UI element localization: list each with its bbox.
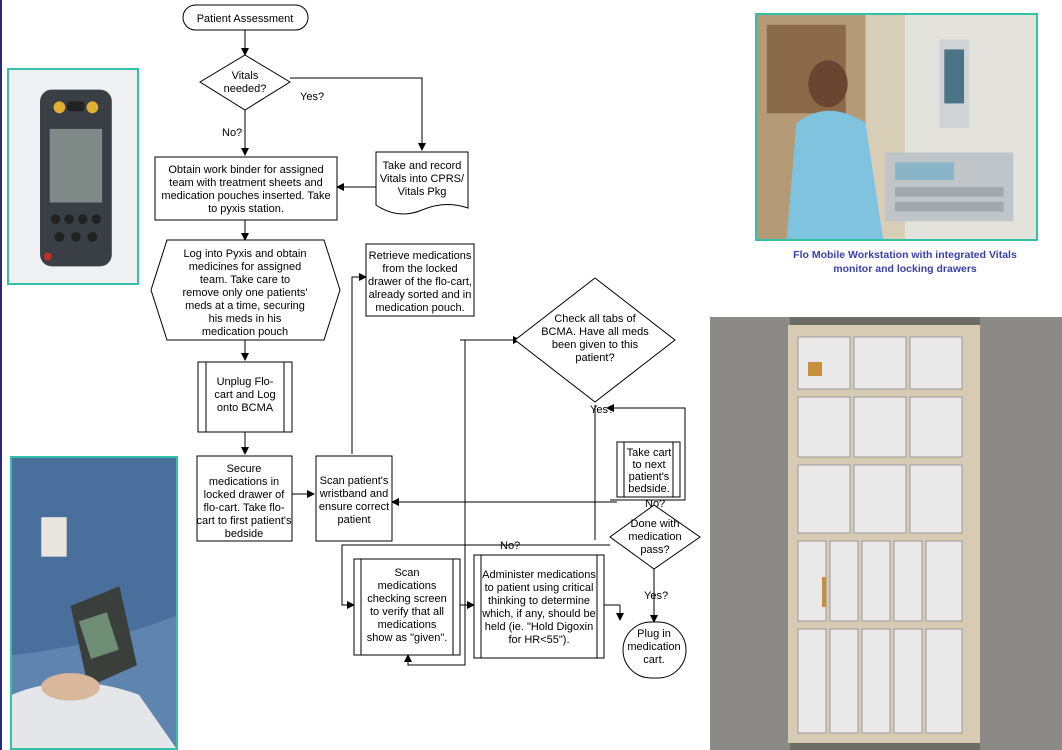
vitals-decision-line-2: needed? (224, 83, 267, 95)
pyxis-node: Log into Pyxis and obtain medicines for … (150, 239, 341, 341)
administer-line-2: to patient using critical (485, 582, 594, 594)
medication-drawer-photo (710, 317, 1062, 750)
scan-wristband-line-3: ensure correct (319, 501, 389, 513)
vitals-decision-node: Vitals needed? (199, 54, 291, 111)
take-cart-line-3: patient's (629, 471, 670, 483)
scan-wristband-line-1: Scan patient's (320, 475, 389, 487)
work-binder-line-2: team with treatment sheets and (169, 177, 322, 189)
work-binder-line-1: Obtain work binder for assigned (168, 164, 323, 176)
pyxis-line-3: team. Take care to (200, 274, 290, 286)
administer-line-5: held (ie. "Hold Digoxin (485, 621, 593, 633)
unplug-line-3: onto BCMA (217, 402, 274, 414)
vitals-yes-label: Yes? (300, 91, 324, 103)
done-decision-node: Done with medication pass? (609, 504, 701, 570)
left-edge-rule (0, 0, 2, 750)
secure-line-4: flo-cart. Take flo- (203, 502, 284, 514)
vitals-decision-line-1: Vitals (232, 70, 259, 82)
retrieve-line-1: Retrieve medications (369, 250, 472, 262)
pyxis-line-7: medication pouch (202, 326, 288, 338)
workstation-caption: Flo Mobile Workstation with integrated V… (770, 248, 1040, 276)
take-cart-line-1: Take cart (627, 447, 672, 459)
pyxis-line-5: meds at a time, securing (185, 300, 305, 312)
secure-line-1: Secure (227, 463, 262, 475)
caption-line-1: Flo Mobile Workstation with integrated V… (793, 249, 1017, 261)
scan-meds-line-4: to verify that all (370, 606, 444, 618)
work-binder-node: Obtain work binder for assigned team wit… (154, 156, 338, 221)
vitals-no-label: No? (222, 127, 242, 139)
retrieve-line-3: drawer of the flo-cart, (368, 276, 472, 288)
wristband-scanning-photo (10, 456, 178, 750)
check-tabs-yes-label: Yes? (590, 404, 614, 416)
check-tabs-decision-node: Check all tabs of BCMA. Have all meds be… (514, 277, 676, 403)
pyxis-line-1: Log into Pyxis and obtain (184, 248, 307, 260)
pyxis-line-4: remove only one patients' (182, 287, 307, 299)
scan-meds-line-6: show as "given". (367, 632, 448, 644)
unplug-line-2: cart and Log (214, 389, 275, 401)
done-decision-line-1: Done with (631, 518, 680, 530)
check-tabs-line-2: BCMA. Have all meds (541, 326, 649, 338)
scan-wristband-line-2: wristband and (319, 488, 389, 500)
take-vitals-line-3: Vitals Pkg (398, 186, 447, 198)
pyxis-line-2: medicines for assigned (189, 261, 302, 273)
administer-line-3: thinking to determine (488, 595, 590, 607)
retrieve-line-5: medication pouch. (375, 302, 464, 314)
secure-line-2: medications in (209, 476, 279, 488)
plug-in-line-1: Plug in (637, 628, 671, 640)
retrieve-line-4: already sorted and in (369, 289, 472, 301)
retrieve-node: Retrieve medications from the locked dra… (365, 243, 475, 317)
plug-in-line-2: medication (627, 641, 680, 653)
scan-meds-line-5: medications (378, 619, 437, 631)
handheld-scanner-photo (7, 68, 139, 285)
administer-line-4: which, if any, should be (481, 608, 596, 620)
take-cart-line-4: bedside. (628, 483, 670, 495)
take-cart-node: Take cart to next patient's bedside. (616, 441, 681, 498)
take-vitals-line-2: Vitals into CPRS/ (380, 173, 465, 185)
work-binder-line-4: to pyxis station. (208, 203, 284, 215)
unplug-line-1: Unplug Flo- (217, 376, 274, 388)
plug-in-line-3: cart. (643, 654, 664, 666)
nurse-workstation-photo (755, 13, 1038, 241)
secure-node: Secure medications in locked drawer of f… (196, 455, 293, 542)
done-no-label: No? (645, 498, 665, 510)
check-tabs-line-3: been given to this (552, 339, 639, 351)
take-vitals-line-1: Take and record (383, 160, 462, 172)
patient-assessment-text: Patient Assessment (197, 13, 294, 25)
scan-meds-line-3: checking screen (367, 593, 447, 605)
take-cart-line-2: to next (632, 459, 665, 471)
secure-line-5: cart to first patient's (196, 515, 292, 527)
administer-line-6: for HR<55"). (508, 634, 569, 646)
scan-wristband-line-4: patient (337, 514, 370, 526)
take-vitals-node: Take and record Vitals into CPRS/ Vitals… (375, 151, 469, 215)
secure-line-3: locked drawer of (204, 489, 286, 501)
done-decision-line-3: pass? (640, 544, 669, 556)
retrieve-line-2: from the locked (382, 263, 457, 275)
check-tabs-line-4: patient? (575, 352, 614, 364)
flow-connectors (241, 30, 686, 666)
scan-medications-node: Scan medications checking screen to veri… (353, 558, 461, 656)
administer-node: Administer medications to patient using … (473, 554, 605, 659)
loop-no-label: No? (500, 540, 520, 552)
pyxis-line-6: his meds in his (209, 313, 282, 325)
done-yes-label: Yes? (644, 590, 668, 602)
check-tabs-line-1: Check all tabs of (554, 313, 636, 325)
caption-line-2: monitor and locking drawers (833, 263, 977, 275)
secure-line-6: bedside (225, 528, 264, 540)
done-decision-line-2: medication (628, 531, 681, 543)
patient-assessment-node: Patient Assessment (182, 4, 309, 31)
plug-in-node: Plug in medication cart. (622, 621, 687, 679)
work-binder-line-3: medication pouches inserted. Take (161, 190, 330, 202)
unplug-node: Unplug Flo- cart and Log onto BCMA (197, 361, 293, 433)
scan-meds-line-1: Scan (394, 567, 419, 579)
scan-wristband-node: Scan patient's wristband and ensure corr… (315, 455, 393, 542)
administer-line-1: Administer medications (482, 569, 596, 581)
scan-meds-line-2: medications (378, 580, 437, 592)
